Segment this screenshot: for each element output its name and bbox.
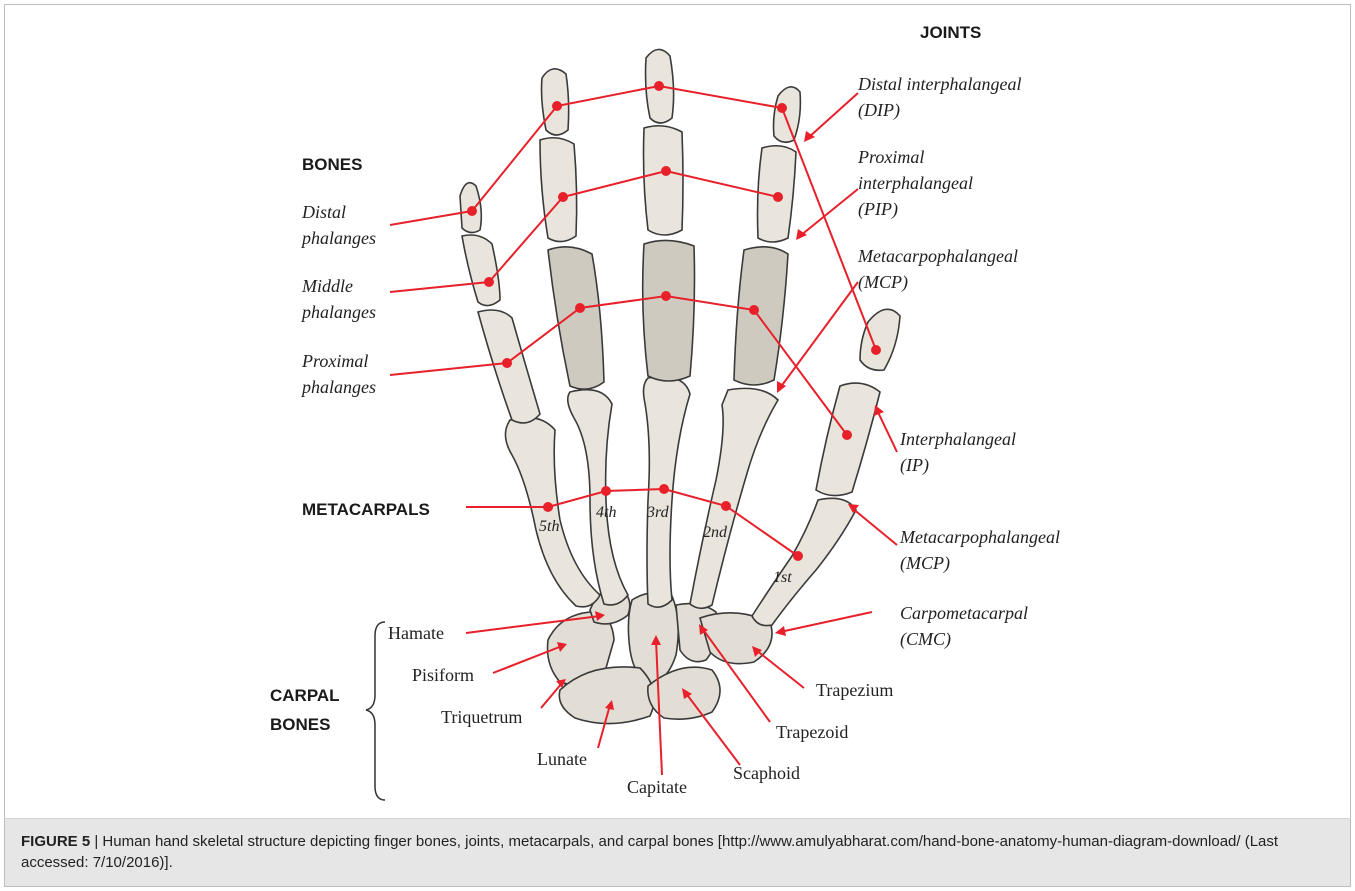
hand-skeleton-diagram: JOINTS BONES METACARPALS CARPAL BONES Di… <box>0 0 1355 818</box>
ip-label-1: Interphalangeal <box>899 429 1016 449</box>
metacarpal-1st <box>752 498 856 625</box>
ip-label-2: (IP) <box>900 455 929 476</box>
index-proximal-phalanx <box>734 247 788 385</box>
pip-label-3: (PIP) <box>858 199 898 220</box>
dot-middle-dip <box>654 81 664 91</box>
distal-phalanges-label-2: phalanges <box>300 228 376 248</box>
joints-header: JOINTS <box>920 23 981 42</box>
dot-index-dip <box>777 103 787 113</box>
index-distal-phalanx <box>774 87 801 142</box>
dot-little-middle <box>484 277 494 287</box>
dot-ring-middle <box>558 192 568 202</box>
metacarpal-3rd-label: 3rd <box>646 504 670 521</box>
metacarpal-4th-label: 4th <box>596 504 616 521</box>
metacarpal-1st-label: 1st <box>773 569 792 586</box>
dot-ring-proximal <box>575 303 585 313</box>
figure-label: FIGURE 5 <box>21 833 90 850</box>
carpal-header-line2: BONES <box>270 715 330 734</box>
middle-phalanges-label-1: Middle <box>301 276 353 296</box>
dip-label-1: Distal interphalangeal <box>857 74 1022 94</box>
dot-metacarpal-1st <box>793 551 803 561</box>
thumb-distal-phalanx <box>860 309 900 370</box>
figure-caption: FIGURE 5 | Human hand skeletal structure… <box>4 818 1351 887</box>
cmc-label-2: (CMC) <box>900 629 951 650</box>
mcp-label-2: (MCP) <box>858 272 908 293</box>
pisiform-label: Pisiform <box>412 665 474 685</box>
thumb-mcp-label-2: (MCP) <box>900 553 950 574</box>
triquetrum-label: Triquetrum <box>441 707 522 727</box>
metacarpal-5th-label: 5th <box>539 518 559 535</box>
cmc-label-1: Carpometacarpal <box>900 603 1028 623</box>
mcp-label-1: Metacarpophalangeal <box>857 246 1018 266</box>
dot-metacarpal-5th <box>543 502 553 512</box>
dot-index-middle <box>773 192 783 202</box>
trapezoid-label: Trapezoid <box>776 722 848 742</box>
dot-little-dip <box>467 206 477 216</box>
dot-middle-middle <box>661 166 671 176</box>
caption-text: | Human hand skeletal structure depictin… <box>21 833 1278 871</box>
middle-phalanges-label-2: phalanges <box>300 302 376 322</box>
middle-finger <box>643 49 695 381</box>
thumb-mcp-label-1: Metacarpophalangeal <box>899 527 1060 547</box>
metacarpals-header: METACARPALS <box>302 500 430 519</box>
little-finger <box>460 183 540 423</box>
dip-label-2: (DIP) <box>858 100 900 121</box>
bones-header: BONES <box>302 155 362 174</box>
dot-thumb-distal <box>871 345 881 355</box>
dot-metacarpal-2nd <box>721 501 731 511</box>
scaphoid-label: Scaphoid <box>733 763 800 783</box>
proximal-phalanges-label-1: Proximal <box>301 351 368 371</box>
metacarpal-2nd-label: 2nd <box>703 524 728 541</box>
dot-middle-proximal <box>661 291 671 301</box>
middle-middle-phalanx <box>644 126 684 235</box>
distal-phalanges-label-1: Distal <box>301 202 346 222</box>
dot-thumb-proximal <box>842 430 852 440</box>
dot-metacarpal-3rd <box>659 484 669 494</box>
trapezium-label: Trapezium <box>816 680 893 700</box>
carpal-header-line1: CARPAL <box>270 686 340 705</box>
metacarpal-2nd <box>690 388 778 608</box>
proximal-phalanges-label-2: phalanges <box>300 377 376 397</box>
carpal-brace <box>366 622 385 800</box>
dot-index-proximal <box>749 305 759 315</box>
hamate-label: Hamate <box>388 623 444 643</box>
dot-ring-dip <box>552 101 562 111</box>
lunate-label: Lunate <box>537 749 587 769</box>
little-middle-phalanx <box>462 235 500 306</box>
capitate-label: Capitate <box>627 777 687 797</box>
thumb <box>816 309 900 495</box>
middle-proximal-phalanx <box>643 240 695 381</box>
ring-proximal-phalanx <box>548 247 604 389</box>
ring-middle-phalanx <box>540 138 577 242</box>
pip-label-2: interphalangeal <box>858 173 973 193</box>
dot-little-proximal <box>502 358 512 368</box>
ring-finger <box>540 69 604 389</box>
dot-metacarpal-4th <box>601 486 611 496</box>
pip-label-1: Proximal <box>857 147 924 167</box>
metacarpals-group <box>505 377 856 626</box>
